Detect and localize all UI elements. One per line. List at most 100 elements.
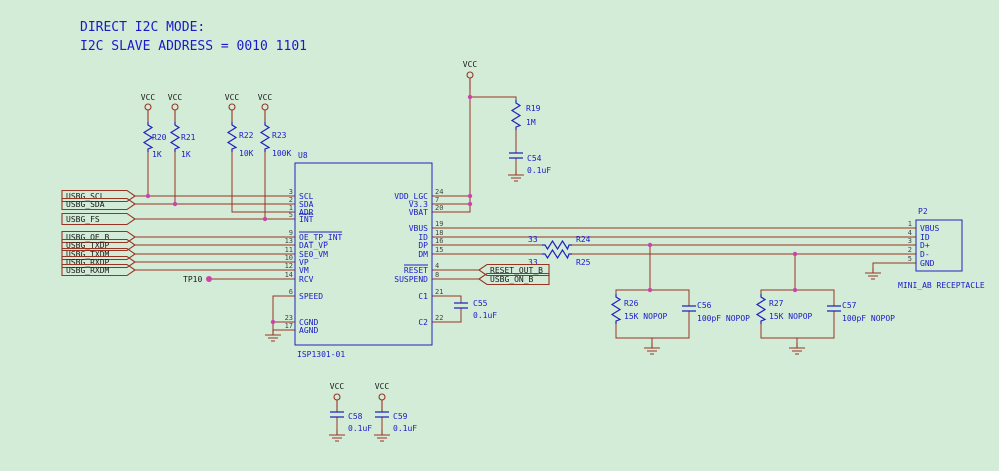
- c56-ref-label: C56: [697, 301, 712, 310]
- pin-name-c2: C2: [418, 318, 428, 327]
- wire: [147, 151, 282, 220]
- junction-dot: [270, 319, 276, 325]
- left-net-flags: USBG_SCL USBG_SDA USBG_FS USBG_OE_B USBG…: [61, 189, 212, 284]
- pin-name-suspend: SUSPEND: [394, 275, 428, 284]
- wire: [445, 295, 462, 323]
- p2-pin-name-vbus: VBUS: [920, 224, 939, 233]
- r20-ref-label: R20: [152, 133, 167, 142]
- pin-name-rcv: RCV: [299, 275, 314, 284]
- connector-body: [915, 219, 963, 272]
- net-flag-label: USBG_SDA: [66, 200, 105, 209]
- c55-section: C55 0.1uF: [453, 299, 497, 320]
- r22-ref-label: R22: [239, 131, 254, 140]
- pin-number-suspend: 8: [435, 271, 439, 279]
- pin-number-speed: 6: [289, 288, 293, 296]
- decoupling-caps: VCC C58 0.1uF VCC C59 0.1uF: [328, 382, 417, 442]
- p2-pin-number-vbus: 1: [908, 220, 912, 228]
- r19-ref-label: R19: [526, 104, 541, 113]
- r20-value-label: 1K: [152, 150, 162, 159]
- c57-value-label: 100pF NOPOP: [842, 314, 895, 323]
- ic-part-label: ISP1301-01: [297, 350, 345, 359]
- pin-number-dp: 16: [435, 237, 443, 245]
- pin-number-vp: 10: [285, 254, 293, 262]
- schematic-title-line1: DIRECT I2C MODE:: [80, 20, 205, 35]
- net-flag-label: USBG_TXDM: [66, 250, 110, 259]
- p2-pin-name-dp: D+: [920, 241, 930, 250]
- pin-name-speed: SPEED: [299, 292, 323, 301]
- pin-number-v33: 7: [435, 196, 439, 204]
- wires: [134, 89, 917, 431]
- p2-pin-name-id: ID: [920, 233, 930, 242]
- r25-ref-label: R25: [576, 258, 591, 267]
- junction-dot: [467, 94, 473, 100]
- vcc-label: VCC: [463, 60, 478, 69]
- wire: [615, 244, 690, 344]
- pin-name-vdd-lgc: VDD_LGC: [394, 192, 428, 201]
- pin-number-vm: 12: [285, 262, 293, 270]
- pin-number-c2: 22: [435, 314, 443, 322]
- junction-dot: [467, 201, 473, 207]
- pin-number-oe-tp-int: 9: [289, 229, 293, 237]
- r23-ref-label: R23: [272, 131, 287, 140]
- pin-name-oe-tp-int: OE_TP_INT: [299, 233, 343, 242]
- net-flag-usbg-sda: [61, 197, 136, 211]
- ic-u8: U8 ISP1301-01 3 2 1 5 9 13 11 10 12 14 6…: [285, 151, 444, 359]
- net-flag-label: USBG_OE_B: [66, 233, 110, 242]
- junction-dot: [647, 287, 653, 293]
- pin-number-se0-vm: 11: [285, 246, 293, 254]
- r27-value-label: 15K NOPOP: [769, 312, 813, 321]
- pullup-section: VCC VCC VCC VCC R20 1K R21 1K R22 10K R2…: [141, 93, 292, 159]
- c59-value-label: 0.1uF: [393, 424, 417, 433]
- pin-name-dm: DM: [418, 250, 428, 259]
- vcc-label: VCC: [375, 382, 390, 391]
- r21-value-label: 1K: [181, 150, 191, 159]
- ic-ref-label: U8: [298, 151, 308, 160]
- pin-number-sda: 2: [289, 196, 293, 204]
- wire: [445, 89, 517, 213]
- junction-dot: [792, 287, 798, 293]
- c55-value-label: 0.1uF: [473, 311, 497, 320]
- net-flag-usbg-fs: [61, 212, 136, 226]
- r27-ref-label: R27: [769, 299, 784, 308]
- r26-ref-label: R26: [624, 299, 639, 308]
- pin-name-dp: DP: [418, 241, 428, 250]
- r24-value-label: 33: [528, 235, 538, 244]
- pin-name-vbat: VBAT: [409, 208, 428, 217]
- wire: [134, 195, 282, 280]
- right-net-flags: RESET_OUT_B USBG_ON_B: [478, 263, 550, 286]
- pin-name-v33: V3.3: [409, 200, 428, 209]
- pin-name-int: INT: [299, 215, 314, 224]
- pin-number-agnd: 17: [285, 322, 293, 330]
- net-flag-usbg-on-b: [478, 272, 550, 286]
- junction-dot: [145, 193, 151, 199]
- junction-dot: [792, 251, 798, 257]
- pin-number-id: 18: [435, 229, 443, 237]
- p2-pin-number-dp: 3: [908, 237, 912, 245]
- pin-number-vbus: 19: [435, 220, 443, 228]
- c56-value-label: 100pF NOPOP: [697, 314, 750, 323]
- r26-value-label: 15K NOPOP: [624, 312, 668, 321]
- wire: [336, 416, 383, 431]
- p2-pin-number-dm: 2: [908, 246, 912, 254]
- wire: [445, 227, 917, 255]
- c57-ref-label: C57: [842, 301, 857, 310]
- r24-ref-label: R24: [576, 235, 591, 244]
- schematic-title-line2: I2C SLAVE ADDRESS = 0010 1101: [80, 39, 307, 54]
- pin-number-vbat: 20: [435, 204, 443, 212]
- r26-c56-network: R26 15K NOPOP C56 100pF NOPOP: [611, 293, 750, 355]
- net-flag-label: USBG_RXDM: [66, 266, 110, 275]
- pin-name-agnd: AGND: [299, 326, 318, 335]
- pin-name-vp: VP: [299, 258, 309, 267]
- wire: [872, 262, 917, 269]
- wire: [445, 269, 480, 280]
- p2-pin-name-gnd: GND: [920, 259, 935, 268]
- pin-name-cgnd: CGND: [299, 318, 318, 327]
- junction-dot: [467, 193, 473, 199]
- testpoint-tp10-dot: [206, 276, 212, 282]
- vcc-label: VCC: [141, 93, 156, 102]
- r27-c57-network: R27 15K NOPOP C57 100pF NOPOP: [756, 293, 895, 355]
- c54-value-label: 0.1uF: [527, 166, 551, 175]
- junction-dot: [172, 201, 178, 207]
